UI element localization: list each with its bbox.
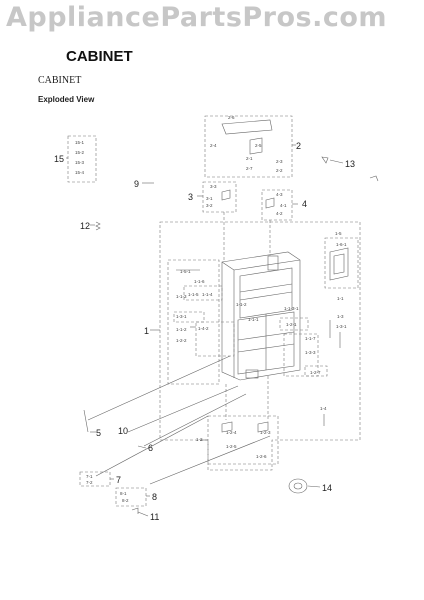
page-title: CABINET [66, 48, 133, 65]
label-8-1: 8-1 [120, 491, 127, 496]
callout-2: 2 [296, 141, 301, 151]
label-1-1: 1-1 [337, 296, 344, 301]
label-2-3: 2-3 [276, 159, 283, 164]
callout-12: 12 [80, 221, 90, 231]
callout-13: 13 [345, 159, 355, 169]
label-1-2-1: 1-2-1 [286, 322, 297, 327]
callout-10: 10 [118, 426, 128, 436]
callout-1: 1 [144, 326, 149, 336]
callout-9: 9 [134, 179, 139, 189]
callout-8: 8 [152, 492, 157, 502]
label-1-1-2: 1-1-2 [236, 302, 247, 307]
label-2-6: 2-6 [228, 115, 235, 120]
label-1-2-5: 1-2-5 [226, 444, 237, 449]
group-1-lower-left: 1-1-2 1-4-2 1-2-2 [176, 321, 235, 357]
clip-icon [95, 221, 101, 231]
label-1-1-1: 1-1-1 [248, 317, 259, 322]
callout-4: 4 [302, 199, 307, 209]
group-2-box: 2-6 2-4 2-5 2-1 2-7 2-3 2-2 [204, 115, 296, 178]
label-15-1: 15-1 [75, 140, 85, 145]
label-1-6-1: 1-6-1 [336, 242, 347, 247]
group-1-frame [150, 221, 361, 471]
label-1-5-1: 1-5-1 [180, 269, 191, 274]
watermark: AppliancePartsPros.com [6, 2, 388, 33]
label-1-3-1b: 1-3-1 [336, 324, 347, 329]
label-1-3: 1-3 [337, 314, 344, 319]
label-4-3: 4-3 [276, 192, 283, 197]
label-1-1-3: 1-1-3 [176, 294, 187, 299]
label-1-1-6: 1-1-6 [194, 279, 205, 284]
group-8-box: 8-1 8-2 [115, 487, 150, 507]
group-7-box: 7-1 7-2 [79, 471, 114, 487]
label-1-2: 1-2 [196, 437, 203, 442]
label-1-4-2: 1-4-2 [198, 326, 209, 331]
screw-icon [369, 175, 379, 182]
label-1-2-3: 1-2-3 [260, 430, 271, 435]
label-4-2: 4-2 [276, 211, 283, 216]
label-2-7: 2-7 [246, 166, 253, 171]
group-15-box: 15-1 15-2 15-3 15-4 [66, 135, 97, 183]
label-1-3-3: 1-3-3 [305, 350, 316, 355]
label-3-3: 3-3 [210, 184, 217, 189]
callout-14: 14 [322, 483, 332, 493]
group-3-box: 3-3 3-1 3-2 [197, 181, 237, 213]
label-1-1-4: 1-1-4 [202, 292, 213, 297]
tape-roll-icon [288, 478, 321, 494]
group-1-lower-right: 1-3 1-3-1 1-2-1 1-1-7 1-3-3 1-2-7 [279, 314, 347, 377]
section-label: CABINET [38, 75, 82, 86]
label-15-4: 15-4 [75, 170, 85, 175]
label-1-1-2b: 1-1-2 [176, 327, 187, 332]
label-8-2: 8-2 [122, 498, 129, 503]
view-label: Exploded View [38, 95, 95, 104]
screw-icon-11 [131, 507, 139, 514]
label-3-2: 3-2 [206, 203, 213, 208]
label-1-2-2: 1-2-2 [176, 338, 187, 343]
cabinet-body [221, 251, 301, 381]
label-2-5: 2-5 [255, 143, 262, 148]
label-2-2: 2-2 [276, 168, 283, 173]
callout-15: 15 [54, 154, 64, 164]
label-1-3-1: 1-3-1 [176, 314, 187, 319]
callout-11: 11 [150, 512, 159, 522]
label-7-2: 7-2 [86, 480, 93, 485]
label-7-1: 7-1 [86, 474, 93, 479]
group-4-box: 4-3 4-1 4-2 [261, 189, 298, 221]
callout-6: 6 [148, 443, 153, 453]
group-1-2-box: 1-2 1-2-4 1-2-3 1-2-5 1-2-6 [196, 415, 279, 465]
label-1-2-7: 1-2-7 [310, 370, 321, 375]
label-15-2: 15-2 [75, 150, 85, 155]
label-3-1: 3-1 [206, 196, 213, 201]
label-1-1-7: 1-1-7 [305, 336, 316, 341]
callout-5: 5 [96, 428, 101, 438]
label-1-1-3-1: 1-1-3-1 [284, 306, 299, 311]
callout-3: 3 [188, 192, 193, 202]
label-1-4: 1-4 [320, 406, 327, 411]
label-4-1: 4-1 [280, 203, 287, 208]
label-1-2-4: 1-2-4 [226, 430, 237, 435]
label-15-3: 15-3 [75, 160, 85, 165]
group-1-5-box: 1-5 1-6-1 1-1 [324, 231, 359, 301]
label-2-1: 2-1 [246, 156, 253, 161]
label-2-4: 2-4 [210, 143, 217, 148]
label-1-1-5: 1-1-5 [188, 292, 199, 297]
label-1-2-6: 1-2-6 [256, 454, 267, 459]
callout-7: 7 [116, 475, 121, 485]
group-1-1-labels: 1-1-6 1-1-5 1-1-3 1-1-4 1-1-2 1-1-1 1-3-… [173, 279, 299, 323]
label-1-5: 1-5 [335, 231, 342, 236]
